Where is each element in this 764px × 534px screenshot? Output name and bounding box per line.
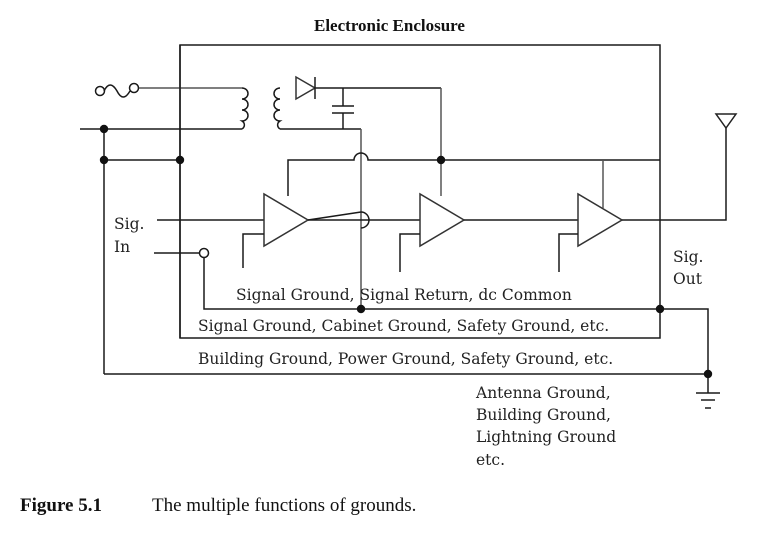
junction-dots (99, 124, 713, 379)
signal-return-terminal (198, 247, 210, 259)
earth-label-2: Building Ground, (476, 406, 611, 424)
earth-label-3: Lightning Ground (476, 428, 616, 446)
sig-out-label-2: Out (673, 270, 703, 288)
amplifier-2 (419, 192, 466, 248)
stage1-output-wire (308, 211, 420, 229)
transformer-secondary-icon (273, 87, 283, 130)
sig-in-label-2: In (114, 238, 130, 256)
building-ground-label: Building Ground, Power Ground, Safety Gr… (198, 350, 613, 368)
earth-label-4: etc. (476, 451, 505, 469)
cabinet-ground-label: Signal Ground, Cabinet Ground, Safety Gr… (198, 317, 609, 335)
sig-out-label-1: Sig. (673, 248, 703, 266)
capacitor-icon (332, 88, 354, 129)
antenna-icon (714, 113, 738, 130)
signal-ground-label: Signal Ground, Signal Return, dc Common (236, 286, 572, 304)
figure-number: Figure 5.1 (20, 495, 102, 516)
enclosure-title: Electronic Enclosure (314, 16, 465, 35)
amplifier-3 (577, 192, 624, 248)
transformer-primary-icon (239, 87, 249, 130)
figure-caption: The multiple functions of grounds. (152, 495, 416, 516)
diode-icon (295, 75, 317, 101)
sig-in-label-1: Sig. (114, 215, 144, 233)
earth-ground-icon (696, 374, 720, 409)
amplifier-1 (263, 192, 310, 248)
earth-label-1: Antenna Ground, (475, 384, 611, 402)
ac-source-icon (94, 82, 242, 98)
signal-out-wire (622, 128, 727, 221)
power-rail (287, 152, 660, 196)
